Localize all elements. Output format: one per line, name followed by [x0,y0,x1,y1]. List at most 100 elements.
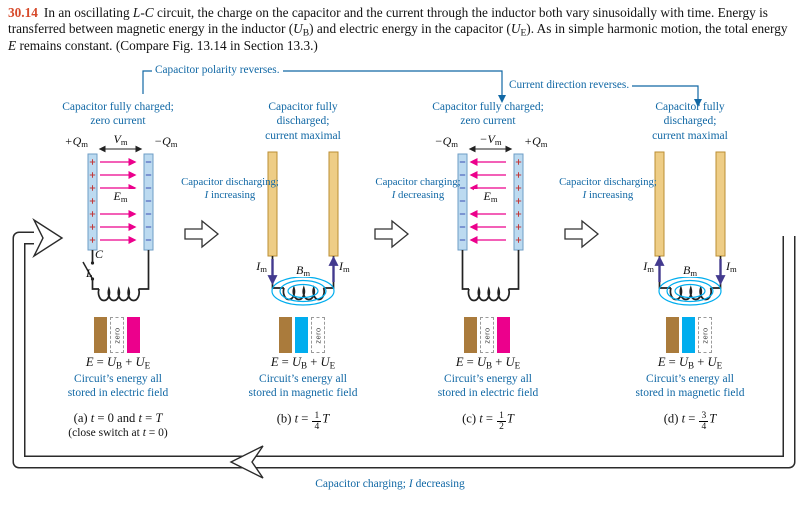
bottom-loop-label: Capacitor charging; I decreasing [315,478,465,490]
voltage-label: Vm [113,132,128,148]
b-field-label: Bm [288,263,318,277]
current-callout-line [620,85,699,100]
panel-d: Capacitor fully discharged; current maxi… [600,100,780,470]
energy-formula: E = UB + UE [85,355,151,371]
energy-note: Circuit’s energy all stored in magnetic … [248,373,358,400]
charge-label-right: −Qm [154,134,178,150]
capacitor-plate-left [457,153,468,251]
current-label-left: Im [256,259,267,275]
bar-electric-energy-zero: zero [311,317,325,353]
callout-current: Current direction reverses. [506,79,633,91]
bar-magnetic-energy-zero: zero [110,317,124,353]
callout-polarity: Capacitor polarity reverses. [152,64,283,76]
transition-label-1: Capacitor discharging;I increasing [181,176,279,201]
bar-total-energy [279,317,292,353]
charge-label-right: +Qm [524,134,548,150]
panel-a: Capacitor fully charged; zero current +Q… [28,100,208,470]
bar-total-energy [666,317,679,353]
panel-c: Capacitor fully charged; zero current −Q… [398,100,578,470]
figure-number: 30.14 [8,5,38,20]
energy-bar-chart: zero [279,313,327,353]
energy-bar-chart: zero [94,313,142,353]
inductor-coil [669,285,712,301]
panel-a-header: Capacitor fully charged; zero current [62,101,174,128]
switch [82,261,95,281]
transition-label-3: Capacitor discharging;I increasing [559,176,657,201]
bar-magnetic-energy [682,317,695,353]
bar-electric-energy-zero: zero [698,317,712,353]
circuit-wire [91,250,150,290]
panel-b: Capacitor fully discharged; current maxi… [213,100,393,470]
bar-total-energy [464,317,477,353]
panel-b-header: Capacitor fully discharged; current maxi… [265,101,341,142]
capacitor-plate-right [143,153,154,251]
lc-circuit-charged-a [82,145,154,302]
current-callout-arrow-icon [694,99,702,107]
minus-charge-marks [459,161,466,241]
energy-note: Circuit’s energy all stored in magnetic … [635,373,745,400]
bar-electric-energy [497,317,510,353]
energy-formula: E = UB + UE [455,355,521,371]
e-field-label: Em [474,189,507,203]
energy-formula: E = UB + UE [657,355,723,371]
plus-charge-marks [89,159,96,243]
transition-arrow-1-icon [184,219,220,249]
panel-c-header: Capacitor fully charged; zero current [432,101,544,128]
e-field-label: Em [104,189,137,203]
inductor-label: L [86,266,93,280]
loop-chevron-left-icon [229,445,264,479]
switch-note: (close switch at t = 0) [68,427,168,439]
lc-circuit-discharged-b [267,151,339,306]
transition-label-2: Capacitor charging;I decreasing [375,176,461,201]
b-field-lines [271,276,335,306]
b-field-label: Bm [675,263,705,277]
energy-bar-chart: zero [464,313,512,353]
current-label-right: Im [339,259,350,275]
capacitor-plate-left [267,151,278,257]
lc-circuit-charged-c [457,145,524,302]
zero-label: zero [482,326,492,344]
zero-label: zero [112,326,122,344]
lc-circuit-discharged-d [654,151,726,306]
capacitor-label: C [95,247,104,261]
zero-label: zero [700,326,710,344]
transition-arrow-2-icon [374,219,410,249]
polarity-callout-line [142,70,503,96]
minus-charge-marks [145,161,152,241]
voltage-label: −Vm [479,132,502,148]
bar-electric-energy [127,317,140,353]
capacitor-plate-right [328,151,339,257]
energy-note: Circuit’s energy all stored in electric … [437,373,539,400]
b-field-lines [658,276,722,306]
loop-tube-inner [14,233,794,467]
energy-bar-chart: zero [666,313,714,353]
capacitor-plate-right [715,151,726,257]
inductor-coil [97,286,140,302]
bar-total-energy [94,317,107,353]
time-label: (a) t = 0 and t = T [73,411,163,425]
circuit-wire [461,250,520,290]
bar-magnetic-energy [295,317,308,353]
loop-arrowhead-right-icon [32,218,64,258]
bar-magnetic-energy-zero: zero [480,317,494,353]
energy-note: Circuit’s energy all stored in electric … [67,373,169,400]
inductor-coil [467,286,510,302]
plus-charge-marks [515,159,522,243]
charge-label-left: +Qm [64,134,88,150]
inductor-coil [282,285,325,301]
polarity-callout-arrow-icon [498,95,506,103]
capacitor-plate-left [654,151,665,257]
energy-formula: E = UB + UE [270,355,336,371]
current-label-left: Im [643,259,654,275]
e-field-arrows [100,158,137,244]
zero-label: zero [313,326,323,344]
